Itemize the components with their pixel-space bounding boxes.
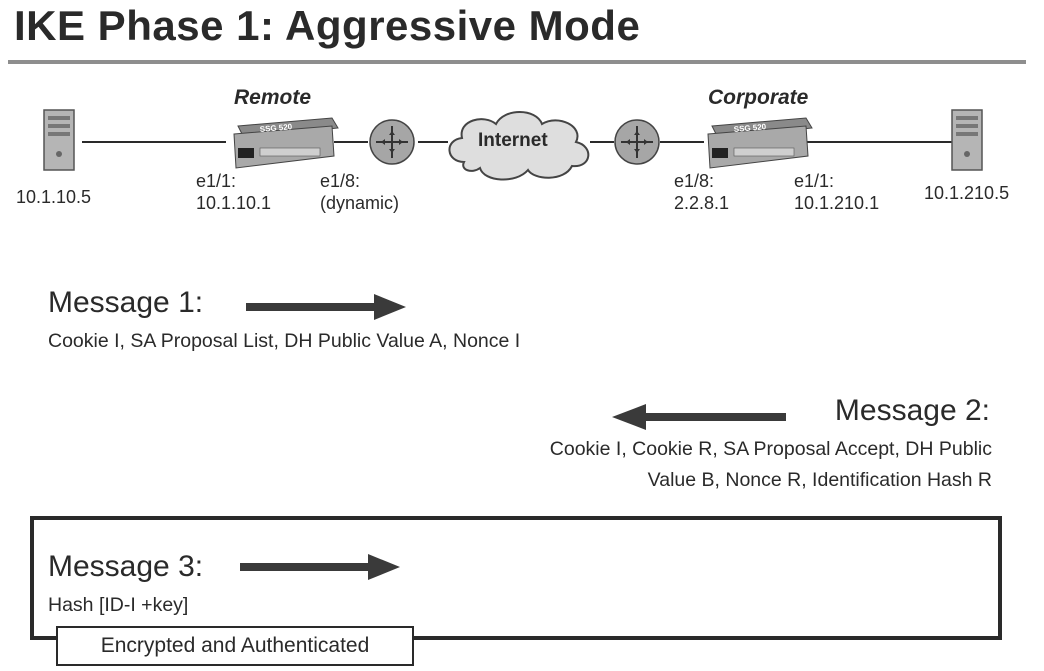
corporate-router-icon [614, 119, 660, 165]
corporate-device-text: SSG 520 [733, 122, 767, 134]
message-3-body: Hash [ID-I +key] [48, 594, 189, 616]
left-host-ip: 10.1.10.5 [16, 187, 92, 207]
remote-e18-port: e1/8: [320, 171, 361, 191]
corp-e18-label: e1/8: 2.2.8.1 [674, 170, 729, 214]
corporate-site-label: Corporate [708, 86, 809, 109]
left-server-icon [43, 109, 75, 171]
message-2-line-1: Cookie I, Cookie R, SA Proposal Accept, … [549, 438, 992, 460]
corporate-firewall-icon: SSG 520 [707, 117, 813, 169]
message-2-body: Cookie I, Cookie R, SA Proposal Accept, … [550, 434, 992, 496]
network-links [82, 141, 952, 143]
corp-e11-label: e1/1: 10.1.210.1 [794, 170, 879, 214]
remote-e18-label: e1/8: (dynamic) [320, 170, 399, 214]
remote-device-text: SSG 520 [259, 122, 293, 134]
page-title: IKE Phase 1: Aggressive Mode [14, 2, 641, 49]
encrypted-badge: Encrypted and Authenticated [56, 626, 414, 666]
remote-e11-label: e1/1: 10.1.10.1 [196, 170, 271, 214]
message-2-arrow-left-icon [612, 404, 786, 430]
corp-e11-ip: 10.1.210.1 [794, 193, 880, 213]
corp-e11-port: e1/1: [794, 171, 835, 191]
remote-e11-ip: 10.1.10.1 [196, 193, 272, 213]
remote-router-icon [369, 119, 415, 165]
internet-cloud-icon [448, 111, 590, 181]
internet-label: Internet [478, 130, 548, 151]
message-1-arrow-right-icon [246, 294, 406, 320]
right-host-ip: 10.1.210.5 [924, 183, 1010, 203]
message-1-body: Cookie I, SA Proposal List, DH Public Va… [48, 330, 521, 352]
corp-e18-port: e1/8: [674, 171, 715, 191]
message-1-title: Message 1: [48, 286, 204, 319]
message-2-line-2: Value B, Nonce R, Identification Hash R [647, 469, 992, 491]
right-server-icon [951, 109, 983, 171]
message-2-title: Message 2: [834, 394, 990, 427]
message-3-title: Message 3: [48, 550, 204, 583]
corp-e18-ip: 2.2.8.1 [674, 193, 730, 213]
remote-site-label: Remote [234, 86, 312, 109]
encrypted-frame [30, 516, 1002, 640]
message-3-arrow-right-icon [240, 554, 400, 580]
remote-e11-port: e1/1: [196, 171, 237, 191]
title-divider [8, 60, 1026, 64]
remote-firewall-icon: SSG 520 [233, 117, 339, 169]
remote-e18-ip: (dynamic) [320, 193, 400, 213]
